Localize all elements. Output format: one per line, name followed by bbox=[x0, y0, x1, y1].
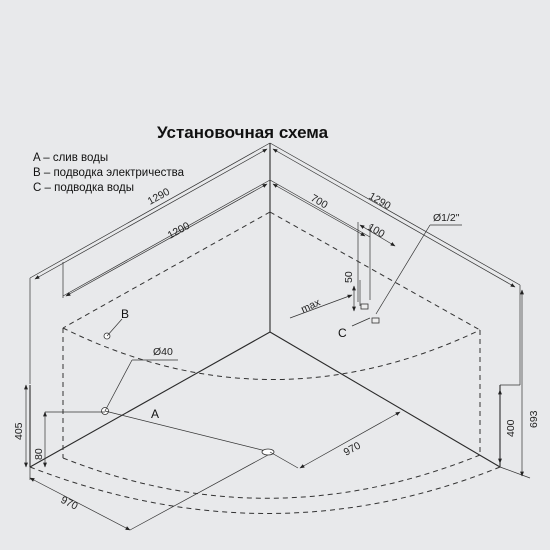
label-drain-diameter: Ø40 bbox=[153, 346, 173, 358]
label-405: 405 bbox=[13, 422, 25, 440]
dim-left-1290: 1290 bbox=[29, 142, 271, 384]
dim-front-left-970: 970 bbox=[29, 454, 269, 531]
label-max-50: 50 bbox=[343, 271, 355, 283]
legend-water: C – подводка воды bbox=[33, 182, 134, 194]
label-100: 100 bbox=[366, 221, 387, 240]
label-front-left-970: 970 bbox=[59, 494, 80, 513]
label-pipe-thread: Ø1/2" bbox=[433, 212, 460, 224]
label-front-right-970: 970 bbox=[342, 440, 363, 459]
marker-a: A bbox=[151, 407, 159, 421]
label-right-700: 700 bbox=[309, 192, 330, 211]
marker-b: B bbox=[121, 307, 129, 321]
label-400: 400 bbox=[505, 419, 517, 437]
label-693: 693 bbox=[528, 410, 540, 428]
legend-drain: A – слив воды bbox=[33, 152, 108, 164]
bath-outline bbox=[29, 211, 501, 514]
label-right-1290: 1290 bbox=[367, 190, 393, 212]
label-80: 80 bbox=[33, 448, 45, 460]
dim-right-heights: 400 693 bbox=[498, 289, 540, 479]
dim-front-right-970: 970 bbox=[269, 411, 401, 469]
legend-electric: B – подводка электричества bbox=[33, 167, 185, 179]
dim-right-1290: 1290 bbox=[269, 142, 521, 385]
label-left-1200: 1200 bbox=[166, 220, 192, 242]
electrical-point: B bbox=[103, 307, 129, 340]
drain-point: Ø40 A bbox=[101, 346, 275, 456]
marker-c: C bbox=[338, 326, 347, 340]
dim-left-heights: 405 80 bbox=[13, 384, 105, 468]
label-max: max bbox=[299, 296, 323, 316]
diagram-title: Установочная схема bbox=[157, 123, 329, 142]
